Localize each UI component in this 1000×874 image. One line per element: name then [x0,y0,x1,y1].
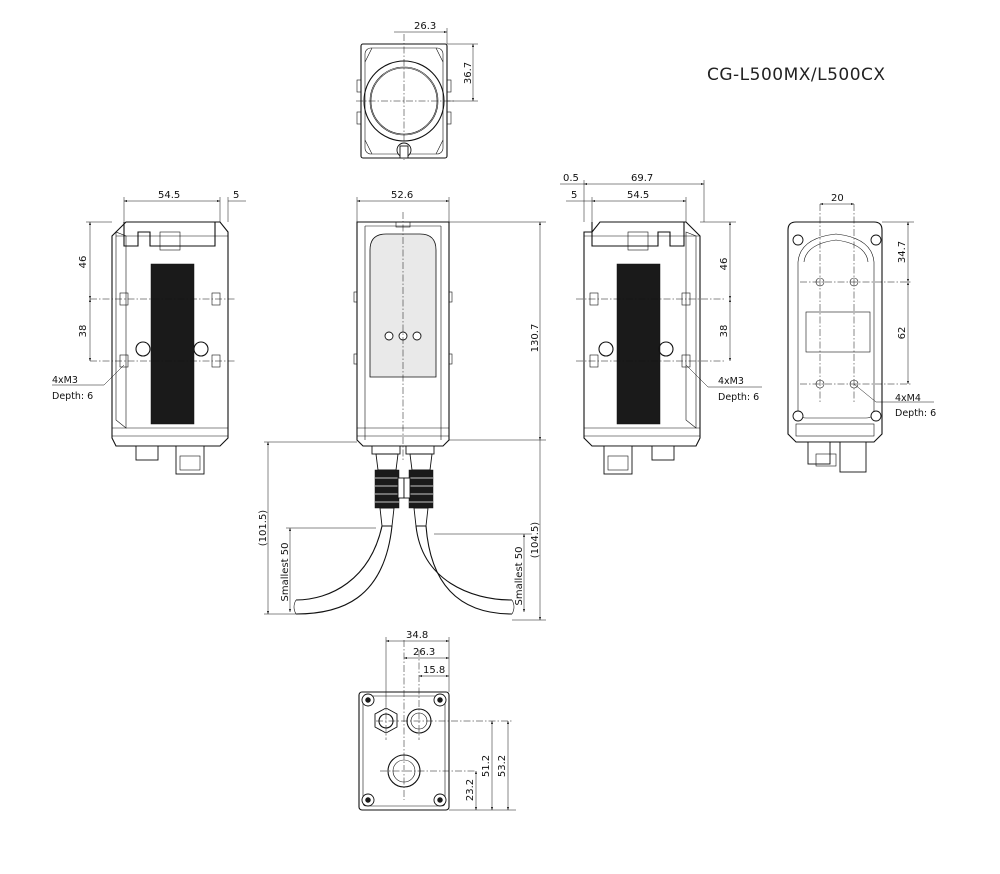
front-dim-cable-left: (101.5) [258,510,269,547]
top-dim-width: 26.3 [414,21,436,32]
right-dim-offset: 5 [571,190,577,201]
right-dim-offset-small: 0.5 [563,173,579,184]
back-dim-pitch: 62 [897,327,908,340]
left-depth-note: Depth: 6 [52,391,93,402]
front-dim-width: 52.6 [391,190,413,201]
back-depth-note: Depth: 6 [895,408,936,419]
left-dim-offset: 5 [233,190,239,201]
right-dim-lower: 38 [719,325,730,338]
bottom-dim-51-2: 51.2 [481,755,492,777]
left-hole-note: 4xM3 [52,375,78,386]
top-view: 26.3 36.7 [356,21,478,160]
back-hole-note: 4xM4 [895,393,921,404]
bottom-view: 34.8 26.3 15.8 23.2 51.2 53.2 [358,630,516,811]
front-bend-left: Smallest 50 [280,543,291,602]
left-dim-lower: 38 [78,325,89,338]
bottom-dim-34-8: 34.8 [406,630,428,641]
front-bend-right: Smallest 50 [514,547,525,606]
front-view: 52.6 130.7 (101.5) (104.5) Smallest 50 S… [258,190,546,621]
bottom-dim-53-2: 53.2 [497,755,508,777]
bottom-dim-15-8: 15.8 [423,665,445,676]
right-side-view: 0.5 69.7 5 54.5 46 38 4xM3 Depth: 6 [560,173,762,475]
bottom-dim-23-2: 23.2 [465,779,476,801]
right-dim-upper: 46 [719,258,730,271]
back-dim-width: 20 [831,193,844,204]
back-dim-top: 34.7 [897,241,908,263]
bottom-dim-26-3: 26.3 [413,647,435,658]
back-view: 20 34.7 62 4xM4 Depth: 6 [787,193,936,473]
left-dim-upper: 46 [78,256,89,269]
left-dim-width: 54.5 [158,190,180,201]
left-side-view: 54.5 5 46 38 4xM3 Depth: 6 [52,190,246,475]
right-depth-note: Depth: 6 [718,392,759,403]
right-dim-total-width: 69.7 [631,173,653,184]
top-dim-height: 36.7 [463,62,474,84]
right-dim-width: 54.5 [627,190,649,201]
front-dim-height: 130.7 [530,324,541,353]
right-hole-note: 4xM3 [718,376,744,387]
model-title: CG-L500MX/L500CX [707,65,886,85]
front-dim-cable-right: (104.5) [530,522,541,559]
